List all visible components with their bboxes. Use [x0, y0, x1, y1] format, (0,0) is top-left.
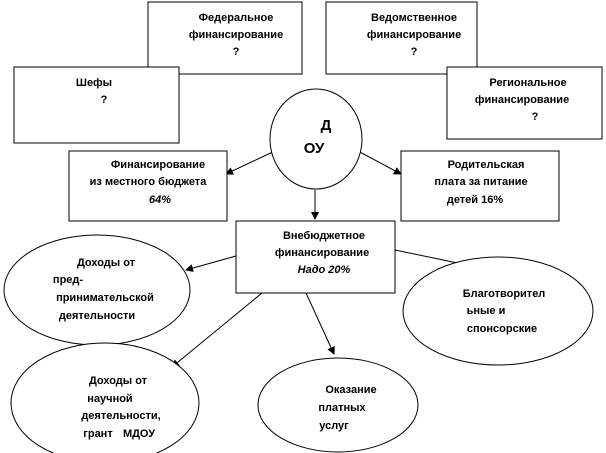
- patrons-line1: Шефы: [76, 77, 112, 89]
- entrepreneurial-line4: деятельности: [59, 310, 135, 322]
- local-line3: 64%: [149, 194, 171, 206]
- departmental-line2: финансирование: [367, 29, 461, 41]
- center-line1: Д: [321, 117, 332, 134]
- departmental-line1: Ведомственное: [371, 12, 457, 24]
- scientific-line1: Доходы от: [89, 375, 148, 387]
- edge-center-parental: [355, 149, 402, 175]
- charity-line1: Благотворител: [463, 288, 546, 300]
- scientific-line5: МДОУ: [123, 428, 155, 440]
- charity-line3: спонсорские: [467, 323, 537, 335]
- edge-offbudget-scientific: [171, 292, 263, 368]
- patrons-node: Шефы ?: [13, 66, 180, 144]
- edge-center-local: [225, 149, 278, 175]
- entrepreneurial-line3: принимательской: [56, 292, 154, 304]
- federal-line1: Федеральное: [199, 12, 274, 24]
- local-line2: из местного бюджета: [90, 176, 208, 188]
- charity-line2: ьные и: [467, 305, 506, 317]
- local-line1: Финансирование: [111, 159, 205, 171]
- charity-node: Благотворител ьные и спонсорские: [402, 256, 594, 366]
- parental-line1: Родительская: [448, 159, 525, 171]
- patrons-line2: ?: [101, 94, 108, 106]
- scientific-line2: научной: [87, 393, 132, 405]
- entrepreneurial-line2: пред-: [53, 274, 83, 286]
- entrepreneurial-node: Доходы от пред- принимательской деятельн…: [3, 234, 191, 346]
- parental-node: Родительская плата за питание детей 16%: [400, 150, 560, 222]
- center-line2: ОУ: [304, 140, 325, 157]
- regional-line3: ?: [532, 111, 539, 123]
- parental-line2: плата за питание: [434, 176, 527, 188]
- offbudget-node: Внебюджетное финансирование Надо 20%: [235, 220, 396, 294]
- departmental-node: Ведомственное финансирование ?: [325, 1, 478, 75]
- paid-line3: услуг: [319, 420, 349, 432]
- offbudget-line3: Надо 20%: [298, 264, 351, 276]
- federal-line3: ?: [233, 46, 240, 58]
- scientific-line4: грант: [83, 428, 113, 440]
- parental-line3: детей 16%: [447, 194, 504, 206]
- center-node: Д ОУ: [269, 88, 363, 190]
- scientific-node: Доходы от научной деятельности, грант МД…: [10, 342, 200, 453]
- paid-line1: Оказание: [325, 384, 376, 396]
- paid-line2: платных: [318, 402, 366, 414]
- regional-line2: финансирование: [475, 94, 569, 106]
- offbudget-line1: Внебюджетное: [283, 230, 365, 242]
- entrepreneurial-line1: Доходы от: [77, 257, 136, 269]
- paid-node: Оказание платных услуг: [257, 357, 419, 453]
- regional-line1: Региональное: [489, 77, 566, 89]
- federal-node: Федеральное финансирование ?: [147, 1, 303, 75]
- edge-offbudget-entrepreneurial: [185, 255, 237, 272]
- local-node: Финансирование из местного бюджета 64%: [68, 150, 228, 222]
- regional-node: Региональное финансирование ?: [446, 66, 603, 140]
- departmental-line3: ?: [411, 46, 418, 58]
- federal-line2: финансирование: [189, 29, 283, 41]
- scientific-line3: деятельности,: [81, 410, 160, 422]
- edge-offbudget-paid: [305, 292, 335, 355]
- offbudget-line2: финансирование: [275, 247, 369, 259]
